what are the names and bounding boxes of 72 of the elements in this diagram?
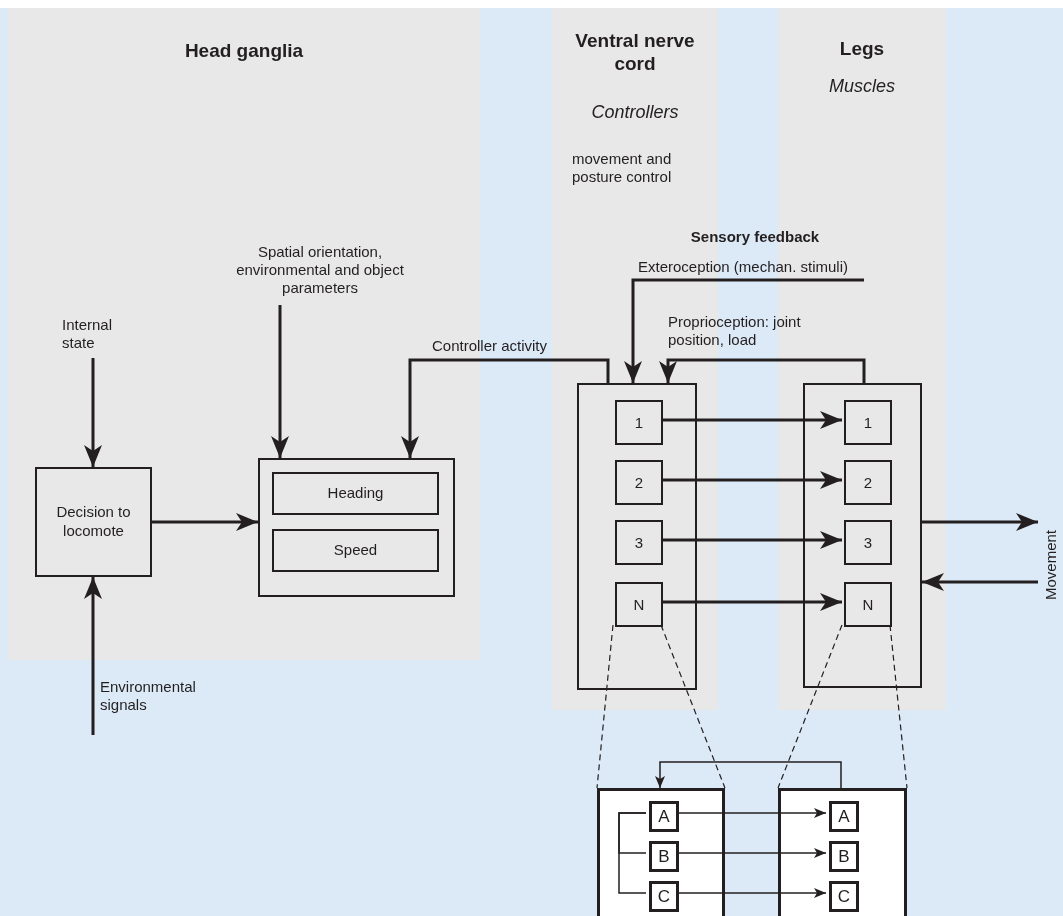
arrow (271, 305, 289, 458)
process-box (272, 529, 439, 572)
process-box (272, 472, 439, 515)
unit-box (844, 400, 892, 445)
dashed-line (596, 624, 614, 789)
node-text: Heading (327, 484, 384, 503)
unit-box (649, 801, 679, 832)
process-box (258, 458, 455, 597)
unit-box (844, 520, 892, 565)
node-text: Movement (1041, 530, 1059, 600)
arrow (401, 358, 610, 458)
process-box (803, 383, 922, 688)
node-text: 1 (863, 414, 873, 431)
arrow (661, 471, 842, 489)
node-text: C (657, 886, 671, 907)
node-text: N (633, 596, 645, 613)
unit-box (649, 841, 679, 872)
edge-label: Exteroception (mechan. stimuli) (636, 258, 850, 276)
region-subtitle: Controllers (590, 102, 680, 124)
node-text: Speed (333, 541, 378, 560)
detail-box (597, 788, 725, 916)
unit-box (615, 460, 663, 505)
section-label: Sensory feedback (689, 228, 821, 246)
unit-box (615, 400, 663, 445)
node-text: 1 (634, 414, 644, 431)
region-note: movement and posture control (572, 150, 673, 186)
region-subtitle: Muscles (828, 76, 896, 98)
region-title: Legs (838, 38, 886, 61)
arrow (624, 278, 864, 383)
node-text: 3 (863, 534, 873, 551)
node-text: N (862, 596, 874, 613)
arrow (922, 513, 1038, 531)
node-text: 3 (634, 534, 644, 551)
arrow (922, 573, 1038, 591)
dashed-line (660, 624, 726, 789)
unit-box (844, 460, 892, 505)
dashed-line (889, 624, 908, 789)
node-text: B (658, 846, 670, 867)
unit-box (844, 582, 892, 627)
region-title: Head ganglia (183, 40, 305, 63)
process-box (577, 383, 697, 690)
detail-box (778, 788, 907, 916)
unit-box (649, 881, 679, 912)
node-text: C (837, 886, 851, 907)
arrow (661, 411, 842, 429)
node-text: Decision to locomote (55, 503, 132, 541)
connector-line (618, 812, 647, 894)
node-text: Internal state (62, 316, 114, 352)
dashed-line (777, 624, 843, 789)
node-text: 2 (634, 474, 644, 491)
arrow (661, 593, 842, 611)
node-text: B (838, 846, 850, 867)
edge-label: Controller activity (432, 337, 549, 355)
arrow (659, 358, 866, 383)
arrow (655, 761, 842, 789)
unit-box (615, 520, 663, 565)
unit-box (829, 841, 859, 872)
arrow (661, 531, 842, 549)
node-text: Spatial orientation, environmental and object parameters (235, 243, 405, 297)
edge-label: Environmental signals (100, 678, 197, 714)
arrow (152, 513, 258, 531)
node-text: 2 (863, 474, 873, 491)
region-title: Ventral nerve cord (575, 30, 695, 76)
arrow (84, 358, 102, 467)
process-box (35, 467, 152, 577)
unit-box (615, 582, 663, 627)
unit-box (829, 801, 859, 832)
arrow (84, 577, 102, 735)
unit-box (829, 881, 859, 912)
node-text: A (658, 806, 670, 827)
node-text: A (838, 806, 850, 827)
edge-label: Proprioception: joint position, load (668, 313, 802, 349)
